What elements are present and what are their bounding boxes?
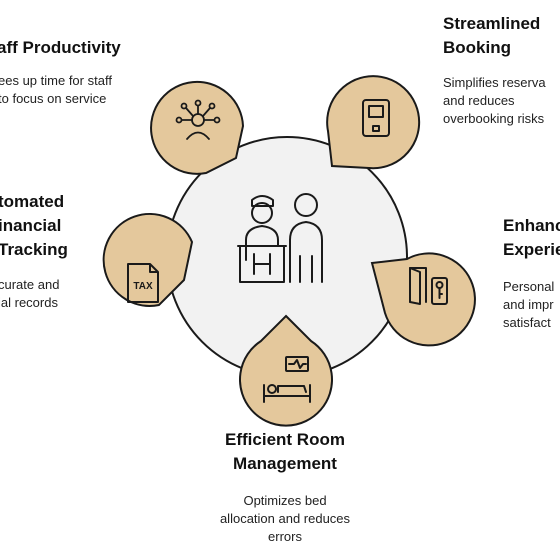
door-key-icon	[409, 267, 448, 305]
room-management-desc-line-2: allocation and reduces	[219, 511, 351, 526]
financial-tracking-title-line-3: Tracking	[0, 240, 68, 259]
streamlined-booking-desc-line-3: overbooking risks	[443, 111, 545, 126]
streamlined-booking-desc-line-1: Simplifies reserva	[443, 75, 546, 90]
bed-monitor-icon	[263, 356, 311, 403]
hotel-staff-and-guest-icon	[237, 193, 323, 283]
svg-text:TAX: TAX	[133, 281, 153, 292]
streamlined-booking-title-line-1: Streamlined	[443, 14, 541, 33]
staff-productivity-title: aff Productivity	[0, 38, 121, 57]
tax-document-icon: TAX	[127, 263, 159, 303]
tablet-device-icon	[362, 99, 390, 137]
petal-efficient-room-management	[239, 314, 333, 427]
streamlined-booking-title-line-2: Booking	[443, 38, 511, 57]
petal-streamlined-booking	[326, 75, 421, 170]
network-person-icon	[175, 99, 221, 140]
room-management-title-line-1: Efficient Room	[225, 430, 345, 449]
staff-productivity-desc-line-1: ees up time for staff	[0, 73, 112, 88]
enhanced-experience-desc-line-2: and impr	[503, 297, 554, 312]
financial-tracking-desc-line-2: ial records	[0, 295, 58, 310]
room-management-desc-line-3: errors	[268, 529, 302, 544]
enhanced-experience-desc-line-1: Personal	[503, 279, 555, 294]
enhanced-experience-title-line-2: Experie	[503, 240, 560, 259]
streamlined-booking-desc-line-2: and reduces	[443, 93, 515, 108]
staff-productivity-desc-line-2: to focus on service	[0, 91, 107, 106]
financial-tracking-desc-line-1: curate and	[0, 277, 60, 292]
financial-tracking-title-line-2: inancial	[0, 216, 62, 235]
petal-staff-productivity	[150, 80, 245, 175]
enhanced-experience-title-line-1: Enhanc	[503, 216, 560, 235]
financial-tracking-title-line-1: tomated	[0, 192, 65, 211]
enhanced-experience-desc-line-3: satisfact	[503, 315, 551, 330]
room-management-desc-line-1: Optimizes bed	[243, 493, 327, 508]
petal-enhanced-experience	[370, 252, 476, 347]
room-management-title-line-2: Management	[233, 454, 337, 473]
petal-automated-financial-tracking: TAX	[102, 213, 194, 307]
